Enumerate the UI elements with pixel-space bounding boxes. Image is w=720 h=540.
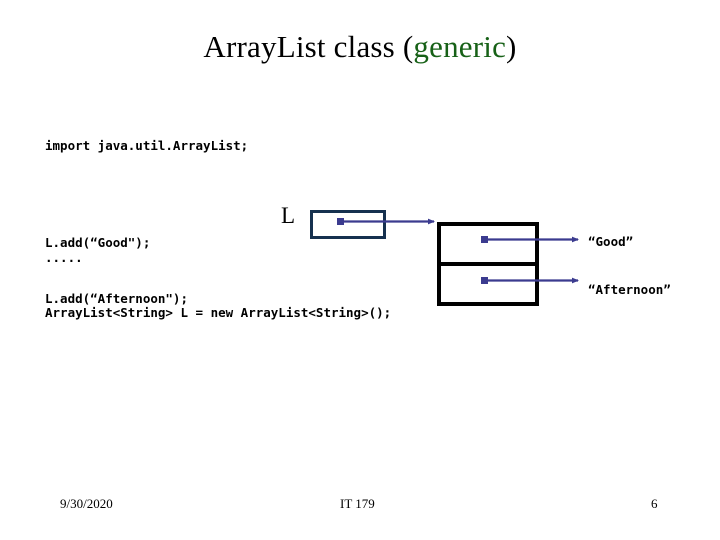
title-main-text: ArrayList class: [203, 29, 403, 64]
title-close-paren: ): [506, 29, 517, 64]
code-block-add-calls: L.add(“Good"); L.add(“Afternoon");: [45, 197, 188, 345]
footer-course-code: IT 179: [340, 496, 375, 511]
code-block-declaration: import java.util.ArrayList; ..... ArrayL…: [45, 100, 391, 360]
array-cell-divider: [441, 262, 535, 266]
slide-footer: 9/30/2020 IT 179 6: [0, 496, 720, 516]
code-line-ellipsis: .....: [45, 249, 83, 265]
reference-box-L: [310, 210, 386, 239]
code-line-arraylist-new: ArrayList<String> L = new ArrayList<Stri…: [45, 305, 392, 320]
footer-date: 9/30/2020: [60, 496, 113, 511]
code-line-add-afternoon: L.add(“Afternoon");: [45, 290, 188, 306]
arraylist-object-box: [437, 222, 539, 306]
footer-page-number: 6: [651, 496, 658, 511]
code-line-import: import java.util.ArrayList;: [45, 138, 249, 153]
string-value-good: “Good”: [588, 234, 634, 249]
code-line-add-good: L.add(“Good");: [45, 235, 151, 250]
title-open-paren: (: [402, 29, 414, 64]
title-generic-keyword: generic: [413, 29, 507, 64]
string-value-afternoon: “Afternoon”: [588, 282, 671, 297]
page-title: ArrayList class (generic): [0, 28, 720, 66]
variable-label-L: L: [281, 203, 296, 228]
